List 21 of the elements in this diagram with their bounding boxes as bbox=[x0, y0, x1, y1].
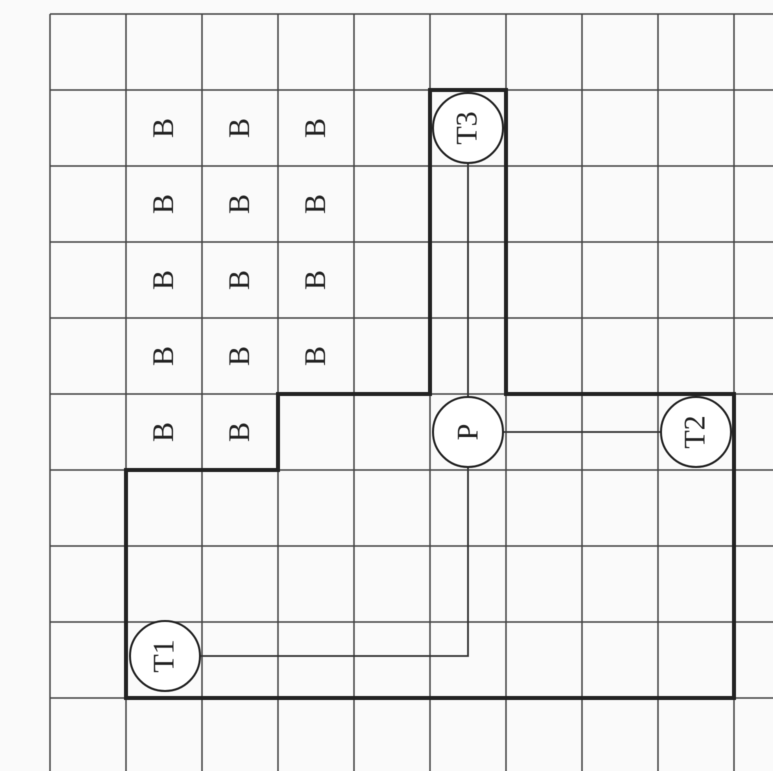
cell-letter: B bbox=[301, 194, 331, 214]
cell-letter: B bbox=[225, 422, 255, 442]
circle-marker: T3 bbox=[432, 92, 504, 164]
cell-letter: B bbox=[301, 118, 331, 138]
cell-letter: B bbox=[225, 118, 255, 138]
cell-letter: B bbox=[149, 346, 179, 366]
cell-letter: B bbox=[149, 194, 179, 214]
cell-letter: B bbox=[225, 346, 255, 366]
cell-letter: B bbox=[301, 346, 331, 366]
cell-letter: B bbox=[149, 118, 179, 138]
circle-marker: T1 bbox=[129, 620, 201, 692]
circle-marker: P bbox=[432, 396, 504, 468]
connector-line bbox=[504, 431, 660, 433]
connector-line bbox=[201, 468, 469, 657]
cell-letter: B bbox=[149, 270, 179, 290]
connector-line bbox=[467, 164, 469, 396]
cell-letter: B bbox=[149, 422, 179, 442]
cell-letter: B bbox=[225, 270, 255, 290]
circle-marker: T2 bbox=[660, 396, 732, 468]
cell-letter: B bbox=[225, 194, 255, 214]
cell-letter: B bbox=[301, 270, 331, 290]
